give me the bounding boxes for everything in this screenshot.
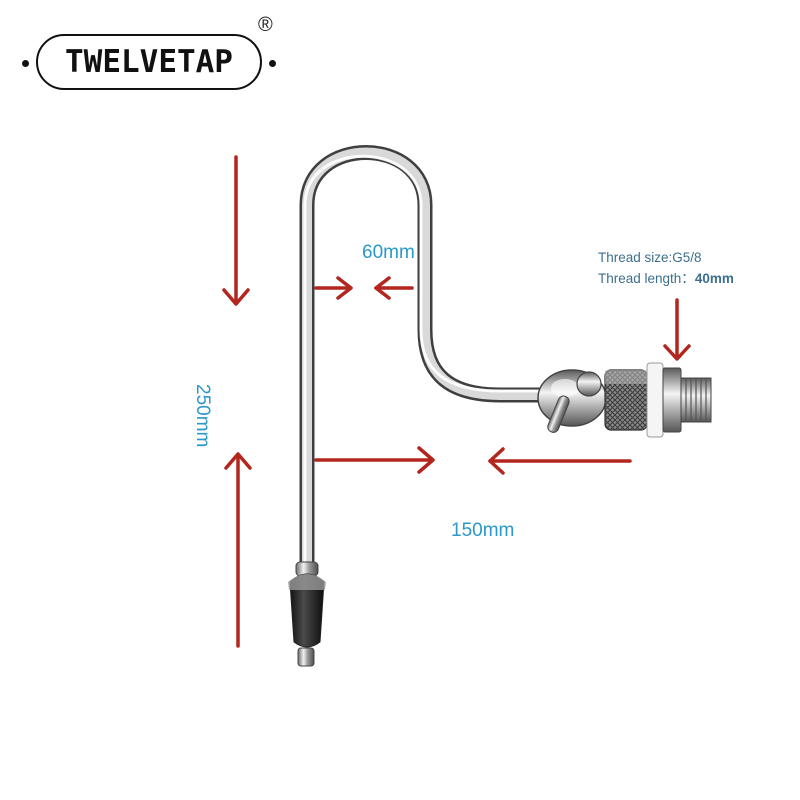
thread-length-label: Thread length： xyxy=(598,271,695,286)
brand-logo: TWELVETAP xyxy=(22,28,284,98)
thread-size-value: G5/8 xyxy=(672,250,702,265)
height-dimension-label: 250mm xyxy=(192,384,213,448)
arrow-right-reach xyxy=(314,446,435,474)
thread-length-value: 40mm xyxy=(694,271,734,286)
brand-name: TWELVETAP xyxy=(65,44,233,80)
reach-dimension-label: 150mm xyxy=(451,520,515,541)
arrow-up-height xyxy=(224,452,252,648)
pipe-highlight xyxy=(303,154,550,562)
thread-size-line: Thread size:G5/8 xyxy=(598,250,702,265)
logo-left-dot xyxy=(22,60,29,67)
logo-frame xyxy=(36,34,262,90)
arrow-right-gap xyxy=(314,276,353,300)
arrow-left-reach xyxy=(488,447,632,475)
arrow-left-gap xyxy=(374,276,414,300)
arrow-down-height xyxy=(222,155,250,306)
thread-size-label: Thread size: xyxy=(598,250,673,265)
thread-length-line: Thread length：40mm xyxy=(598,267,734,287)
registered-mark: ® xyxy=(258,14,273,36)
valve-body xyxy=(537,362,712,438)
arrow-down-thread xyxy=(663,298,691,361)
nozzle-tip xyxy=(288,561,326,667)
gap-dimension-label: 60mm xyxy=(362,242,415,263)
logo-right-dot xyxy=(269,60,276,67)
